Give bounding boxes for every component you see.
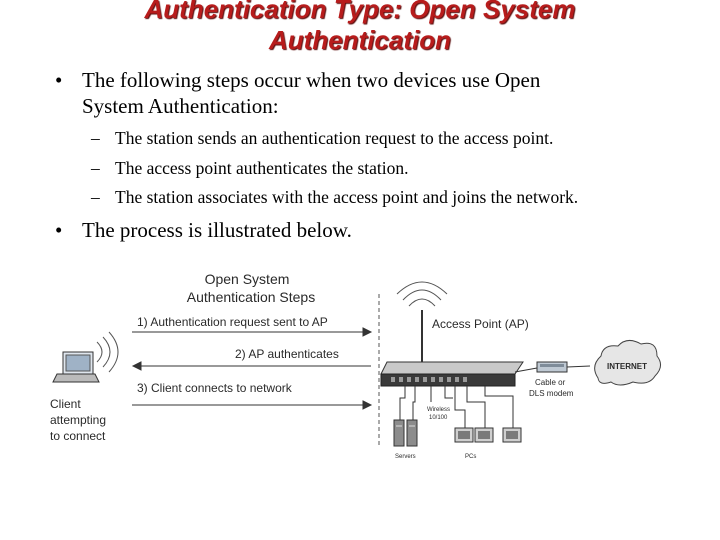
server-icon [393,419,418,447]
wireless-signal-icon [396,281,448,307]
pc-label: PCs [465,454,476,460]
access-point-router-icon [380,361,524,387]
modem-cable [514,367,538,373]
sub-item-marker: – [91,128,100,148]
authentication-diagram: Open System Authentication Steps 1) Auth… [50,271,661,460]
bullet-text-line1: The following steps occur when two devic… [82,68,541,92]
internet-label: INTERNET [607,362,647,371]
sub-item-marker: – [91,187,100,207]
switch-label-line1: Wireless [427,407,450,413]
step2-arrow [131,361,371,371]
sub-item-text: The access point authenticates the stati… [115,158,409,178]
modem-label-line1: Cable or [535,378,566,387]
step2-label: 2) AP authenticates [235,347,339,361]
bullet-text: The following steps occur when two devic… [82,67,682,119]
sub-item-marker: – [91,158,100,178]
laptop-icon [52,331,119,383]
step1-arrow [132,327,373,337]
diagram-heading-line1: Open System [205,271,290,287]
server-label: Servers [395,454,416,460]
internet-cable [566,365,591,368]
modem-label-line2: DLS modem [529,389,574,398]
internet-cloud-icon [594,340,661,386]
desktop-pc-icon [454,427,522,443]
step3-arrow [132,400,373,410]
bullet-marker: • [55,68,63,92]
client-label-line3: to connect [50,429,106,443]
bullet-text: The process is illustrated below. [82,218,352,242]
sub-item-text: The station sends an authentication requ… [115,128,554,148]
client-label-line1: Client [50,397,81,411]
access-point-label: Access Point (AP) [432,317,529,331]
client-label-line2: attempting [50,413,106,427]
switch-label-line2: 10/100 [429,415,448,421]
bullet-marker: • [55,218,63,242]
slide-title: Authentication Type: Open System Authent… [0,0,720,56]
sub-item-text: The station associates with the access p… [115,187,579,207]
diagram-heading-line2: Authentication Steps [187,289,315,305]
modem-icon [536,361,568,373]
slide-title-line2: Authentication [269,25,451,55]
bullet-text-line2: System Authentication: [82,94,279,118]
step1-label: 1) Authentication request sent to AP [137,315,328,329]
slide-title-line1: Authentication Type: Open System [144,0,576,24]
step3-label: 3) Client connects to network [137,381,293,395]
wired-connections [399,386,514,428]
